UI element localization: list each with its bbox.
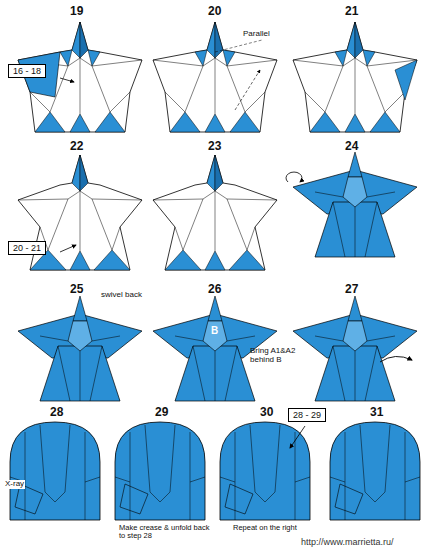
step-range: 28 - 29 [293,410,321,420]
reference-box: 16 - 18 [8,64,46,78]
reference-box: 28 - 29 [288,408,326,422]
step-number: 23 [208,140,221,153]
annotation: swivel back [100,291,143,300]
reference-box: 20 - 21 [8,241,46,255]
annotation: Make crease & unfold back to step 28 [118,524,215,541]
step-number: 19 [70,5,83,18]
step-number: 22 [70,140,83,153]
annotation: Bring A1&A2 behind B [250,347,302,365]
step-number: 21 [345,5,358,18]
step-number: 24 [345,140,358,153]
step-number: 28 [50,406,63,419]
annotation: X-ray [4,480,25,489]
step-number: 29 [155,406,168,419]
step-number: 25 [70,283,83,296]
step-figures [10,22,420,520]
annotation: Parallel [242,30,271,39]
step-number: 20 [208,5,221,18]
annotation: Repeat on the right [232,524,298,532]
step-number: 30 [260,406,273,419]
step-range: 16 - 18 [13,66,41,76]
watermark: http://www.marrietta.ru/ [300,538,395,548]
step-number: 26 [208,283,221,296]
step-number: 27 [345,283,358,296]
step-number: 31 [370,406,383,419]
step-range: 20 - 21 [13,243,41,253]
point-letter: B [211,325,218,336]
